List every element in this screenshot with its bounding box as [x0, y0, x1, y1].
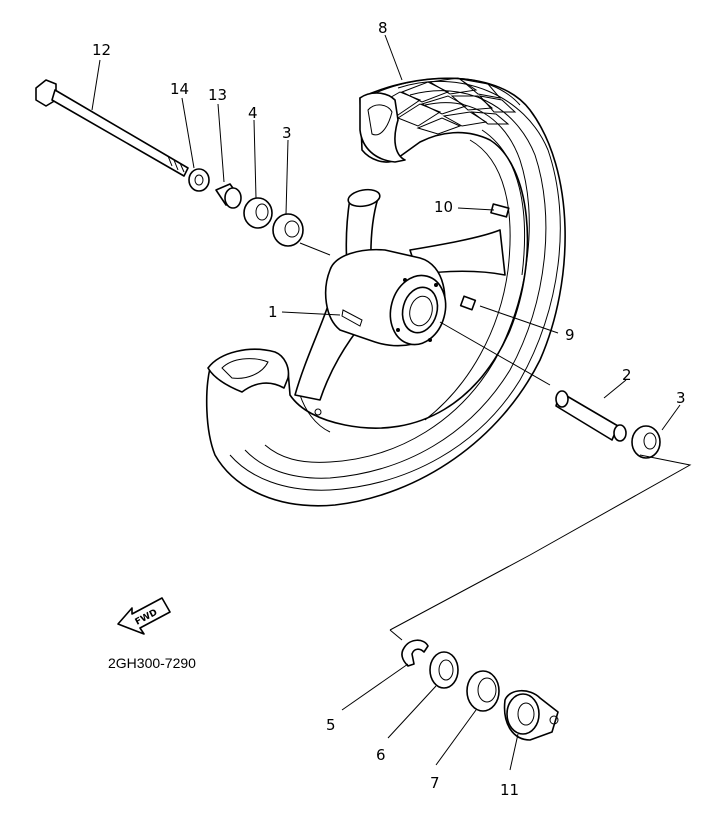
- callout-3-lower: 3: [676, 389, 686, 407]
- callout-6: 6: [376, 746, 386, 764]
- tread-pattern: [364, 77, 521, 135]
- callout-2: 2: [622, 366, 632, 384]
- wheel-hub-spokes: [294, 188, 510, 401]
- washer-14: [188, 168, 210, 192]
- callout-12: 12: [92, 41, 111, 59]
- callout-13: 13: [208, 86, 227, 104]
- part-code: 2GH300-7290: [108, 655, 196, 671]
- callout-1: 1: [268, 303, 278, 321]
- bearing-7: [466, 670, 500, 712]
- callout-5: 5: [326, 716, 336, 734]
- oil-seal-4: [243, 197, 273, 229]
- tire-rim-outline: [205, 77, 566, 507]
- circlip-5: [401, 639, 429, 667]
- fwd-arrow-icon: FWD: [117, 597, 171, 635]
- spacer-2: [555, 390, 627, 442]
- callout-10: 10: [434, 198, 453, 216]
- callout-11: 11: [500, 781, 519, 799]
- bearing-3-lower: [631, 425, 661, 459]
- callout-9: 9: [565, 326, 575, 344]
- callout-4: 4: [248, 104, 258, 122]
- bearing-3-upper: [272, 213, 304, 247]
- oil-seal-6: [429, 651, 459, 689]
- callout-8: 8: [378, 19, 388, 37]
- axis-lines: [299, 242, 692, 641]
- leader-lines: [91, 34, 681, 771]
- meter-gear-11: [503, 689, 559, 741]
- axle-bolt: [35, 79, 189, 177]
- callout-14: 14: [170, 80, 189, 98]
- callout-3-upper: 3: [282, 124, 292, 142]
- collar-13: [215, 183, 242, 209]
- callout-7: 7: [430, 774, 440, 792]
